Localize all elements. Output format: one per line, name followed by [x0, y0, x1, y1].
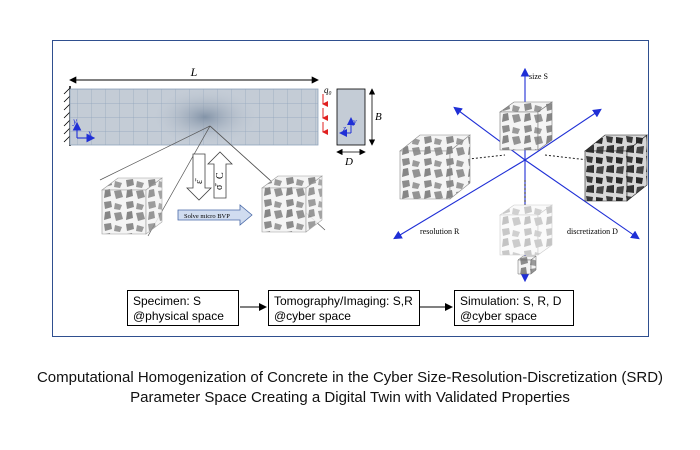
rve-cube-left	[101, 177, 163, 235]
beam-axis-x-label: x	[87, 128, 92, 138]
solve-arrow	[177, 204, 253, 226]
flow-step-tomography-line2: @cyber space	[274, 309, 351, 323]
resolution-axis-label: resolution R	[420, 227, 460, 236]
caption-line-2: Parameter Space Creating a Digital Twin …	[130, 389, 570, 406]
flow-step-simulation-line1: Simulation: S, R, D	[460, 294, 562, 308]
caption-line-1: Computational Homogenization of Concrete…	[36, 369, 664, 386]
srd-resolution-cube	[399, 134, 471, 200]
height-label: B	[375, 111, 382, 123]
flow-step-specimen-line2: @physical space	[133, 309, 224, 323]
tangent-label: C	[215, 172, 226, 179]
figure-caption: Computational Homogenization of Concrete…	[0, 368, 700, 408]
srd-size-cube	[499, 204, 553, 256]
beam-micro-texture	[150, 87, 260, 147]
srd-discretization-cube	[584, 134, 648, 202]
length-label: L	[190, 65, 198, 79]
section-axes	[339, 117, 355, 137]
strain-down-arrow	[186, 153, 212, 201]
section-axis-z-label: z	[342, 124, 347, 133]
fixed-support	[63, 86, 71, 146]
flow-step-tomography: Tomography/Imaging: S,R @cyber space	[268, 290, 420, 326]
flow-step-tomography-line1: Tomography/Imaging: S,R	[274, 294, 413, 308]
beam-diagram: L q₀ y x B D y z	[63, 65, 382, 237]
size-axis-label: size S	[529, 72, 548, 81]
beam-axes	[72, 121, 96, 143]
rve-cube-right	[261, 175, 323, 233]
cross-section	[336, 88, 366, 146]
depth-label: D	[344, 156, 353, 168]
srd-dotted-links	[459, 154, 589, 208]
flow-step-simulation-line2: @cyber space	[460, 309, 537, 323]
srd-small-cube	[517, 255, 537, 275]
section-axis-y-label: y	[352, 117, 357, 126]
flow-step-specimen-line1: Specimen: S	[133, 294, 202, 308]
discretization-axis-label: discretization D	[567, 227, 618, 236]
stress-up-arrow	[207, 151, 233, 199]
strain-label: ε̄	[194, 178, 205, 184]
beam-axis-y-label: y	[72, 116, 77, 126]
figure-frame	[52, 40, 649, 337]
stress-label: σ̄	[214, 183, 225, 190]
srd-center-cube	[499, 101, 553, 151]
solve-label: Solve micro BVP	[184, 213, 230, 220]
flow-step-simulation: Simulation: S, R, D @cyber space	[454, 290, 574, 326]
load-label: q₀	[324, 85, 332, 95]
flow-step-specimen: Specimen: S @physical space	[127, 290, 239, 326]
srd-space: size S resolution R discretization D	[393, 67, 648, 283]
